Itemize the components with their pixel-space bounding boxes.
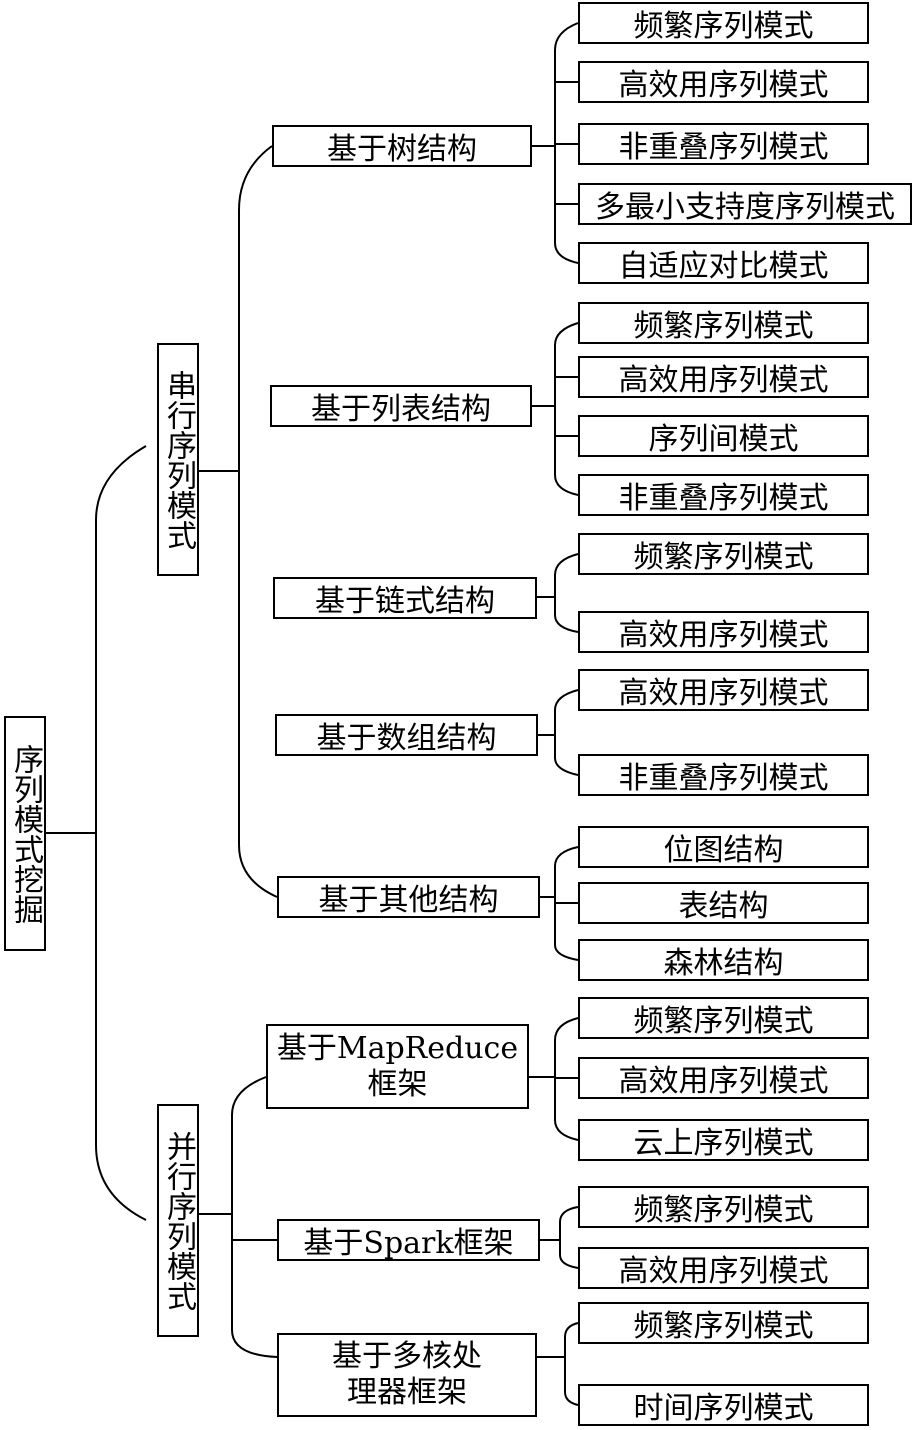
serial-node: 串行序列模式 — [157, 343, 199, 576]
leaf-node: 高效用序列模式 — [578, 1247, 869, 1289]
list-structure-node: 基于列表结构 — [270, 385, 532, 427]
leaf-node: 高效用序列模式 — [578, 356, 869, 398]
connector — [554, 22, 579, 264]
leaf-node: 频繁序列模式 — [578, 1186, 869, 1228]
mapreduce-line1: 基于MapReduce — [276, 1030, 519, 1066]
connector — [554, 1017, 579, 1141]
multicore-node: 基于多核处 理器框架 — [277, 1333, 537, 1417]
array-structure-node: 基于数组结构 — [275, 714, 538, 756]
mapreduce-node: 基于MapReduce 框架 — [266, 1024, 529, 1109]
connector — [554, 322, 579, 496]
leaf-node: 序列间模式 — [578, 415, 869, 457]
leaf-node: 频繁序列模式 — [578, 997, 869, 1039]
leaf-node: 频繁序列模式 — [578, 1302, 869, 1344]
connector — [231, 1076, 278, 1358]
spark-node: 基于Spark框架 — [277, 1219, 540, 1261]
multicore-line2: 理器框架 — [347, 1375, 467, 1410]
leaf-node: 非重叠序列模式 — [578, 754, 869, 796]
leaf-node: 高效用序列模式 — [578, 611, 869, 653]
leaf-node: 时间序列模式 — [578, 1384, 869, 1426]
root-node: 序列模式挖掘 — [4, 716, 46, 951]
connector — [238, 145, 278, 898]
leaf-node: 位图结构 — [578, 826, 869, 868]
connector — [554, 689, 579, 776]
leaf-node: 非重叠序列模式 — [578, 123, 869, 165]
chain-structure-node: 基于链式结构 — [273, 577, 537, 619]
connector — [554, 553, 579, 633]
connector — [564, 1322, 579, 1406]
parallel-node: 并行序列模式 — [157, 1104, 199, 1337]
leaf-node: 高效用序列模式 — [578, 1057, 869, 1099]
connector — [554, 846, 579, 961]
connector — [559, 1206, 579, 1269]
leaf-node: 自适应对比模式 — [578, 242, 869, 284]
leaf-node: 高效用序列模式 — [578, 61, 869, 103]
leaf-node: 高效用序列模式 — [578, 669, 869, 711]
tree-structure-node: 基于树结构 — [272, 125, 532, 167]
leaf-node: 非重叠序列模式 — [578, 474, 869, 516]
leaf-node: 表结构 — [578, 882, 869, 924]
leaf-node: 频繁序列模式 — [578, 302, 869, 344]
leaf-node: 森林结构 — [578, 939, 869, 981]
leaf-node: 云上序列模式 — [578, 1119, 869, 1161]
leaf-node: 多最小支持度序列模式 — [578, 183, 912, 225]
other-structure-node: 基于其他结构 — [277, 876, 540, 918]
mapreduce-line2: 框架 — [367, 1066, 428, 1102]
leaf-node: 频繁序列模式 — [578, 2, 869, 44]
leaf-node: 频繁序列模式 — [578, 533, 869, 575]
multicore-line1: 基于多核处 — [332, 1339, 482, 1374]
connector — [95, 445, 147, 1221]
